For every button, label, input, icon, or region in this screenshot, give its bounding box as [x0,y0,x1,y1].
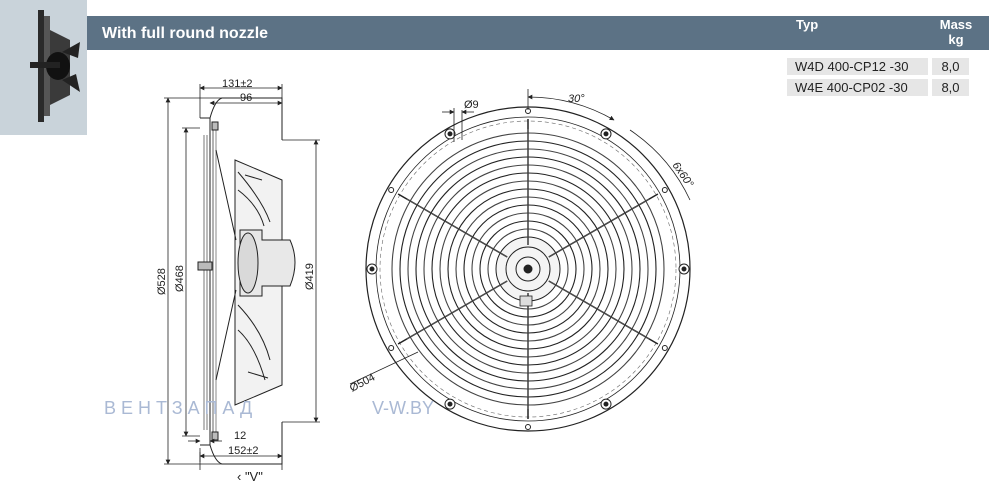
mounting-hole-center [447,401,453,407]
side-dimensions [164,84,320,470]
dim-9-label: Ø9 [464,99,479,111]
blade-line [548,280,650,340]
mounting-hole-center [603,401,609,407]
watermark-right: V-W.BY [372,398,435,418]
angle-30-label: 30° [568,93,585,105]
type-cell: W4E 400-CP02 -30 [787,79,928,96]
view-v-label: ‹ "V" [237,469,263,484]
dim-12-label: 12 [234,430,246,442]
watermark-left: ВЕНТЗАПАД [104,398,258,418]
front-dimensions [349,89,691,385]
header-bar [87,16,989,50]
nozzle-hole [388,187,395,193]
product-thumbnail [0,0,87,135]
nozzle-hole [661,345,668,351]
dim-504-label: Ø504 [348,371,377,394]
mounting-hole-center [369,266,375,272]
blade-line [548,198,650,258]
column-header-type: Typ [796,17,819,32]
nozzle-hole [525,424,531,430]
nozzle-hole [661,187,668,193]
fan-thumbnail-icon [30,10,80,122]
dim-419-label: Ø419 [304,263,316,290]
mass-cell: 8,0 [932,58,969,75]
mounting-hole-center [447,131,453,137]
front-view [365,106,691,432]
blade-line [406,280,508,340]
blade-line [406,198,508,258]
dim-468-label: Ø468 [174,265,186,292]
nozzle-hole [388,345,395,351]
mass-cell: 8,0 [932,79,969,96]
dim-131-label: 131±2 [222,78,253,90]
dim-528-label: Ø528 [156,268,168,295]
type-cell: W4D 400-CP12 -30 [787,58,928,75]
page-title: With full round nozzle [102,25,269,42]
dim-96-label: 96 [240,92,252,104]
dim-152-label: 152±2 [228,445,259,457]
mounting-hole-center [603,131,609,137]
side-view [197,97,296,465]
side-dimension-labels: 131±2 96 Ø528 Ø468 Ø419 12 152±2 ‹ "V" [156,78,316,484]
mounting-hole-center [681,266,687,272]
